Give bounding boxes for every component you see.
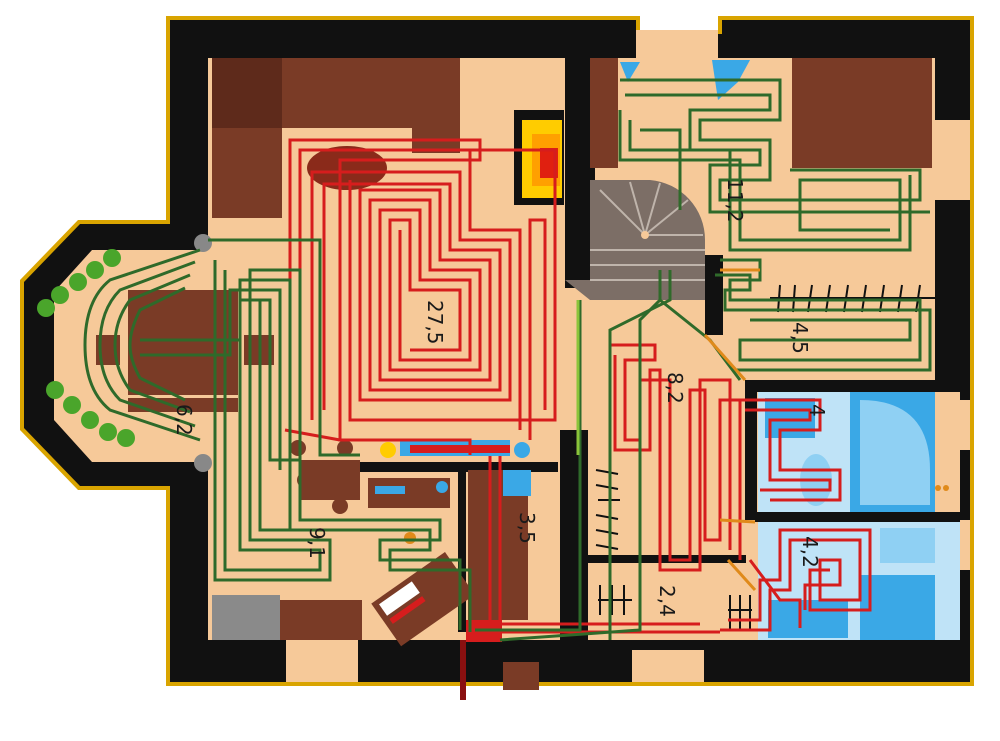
zone-label-2-4: 2,4 [655, 585, 679, 617]
loop-bathroom-lower [720, 528, 872, 632]
zone-label-11-2: 11,2 [723, 178, 747, 223]
doors [703, 268, 760, 592]
zone-label-6-2: 6,2 [172, 404, 196, 436]
zone-label-4: 4 [805, 404, 829, 417]
loop-bathroom-upper [740, 398, 842, 502]
feed-lines [475, 270, 672, 642]
zone-label-4-5: 4,5 [788, 322, 812, 354]
zone-label-27-5: 27,5 [423, 300, 447, 345]
staircase [565, 180, 706, 300]
furniture [96, 58, 932, 647]
zone-label-9-1: 9,1 [305, 527, 329, 559]
zone-label-4-2: 4,2 [798, 536, 822, 568]
loop-lower-living [213, 260, 472, 632]
bathroom-lower [758, 485, 960, 640]
bathroom-upper [758, 392, 935, 512]
loop-bedroom [618, 78, 930, 252]
interior-walls [360, 58, 960, 650]
columns [194, 234, 212, 472]
loop-hall [488, 343, 742, 634]
zone-label-8-2: 8,2 [663, 372, 687, 404]
plants [37, 249, 135, 447]
zone-label-3-5: 3,5 [515, 512, 539, 544]
loop-dining [83, 238, 360, 470]
